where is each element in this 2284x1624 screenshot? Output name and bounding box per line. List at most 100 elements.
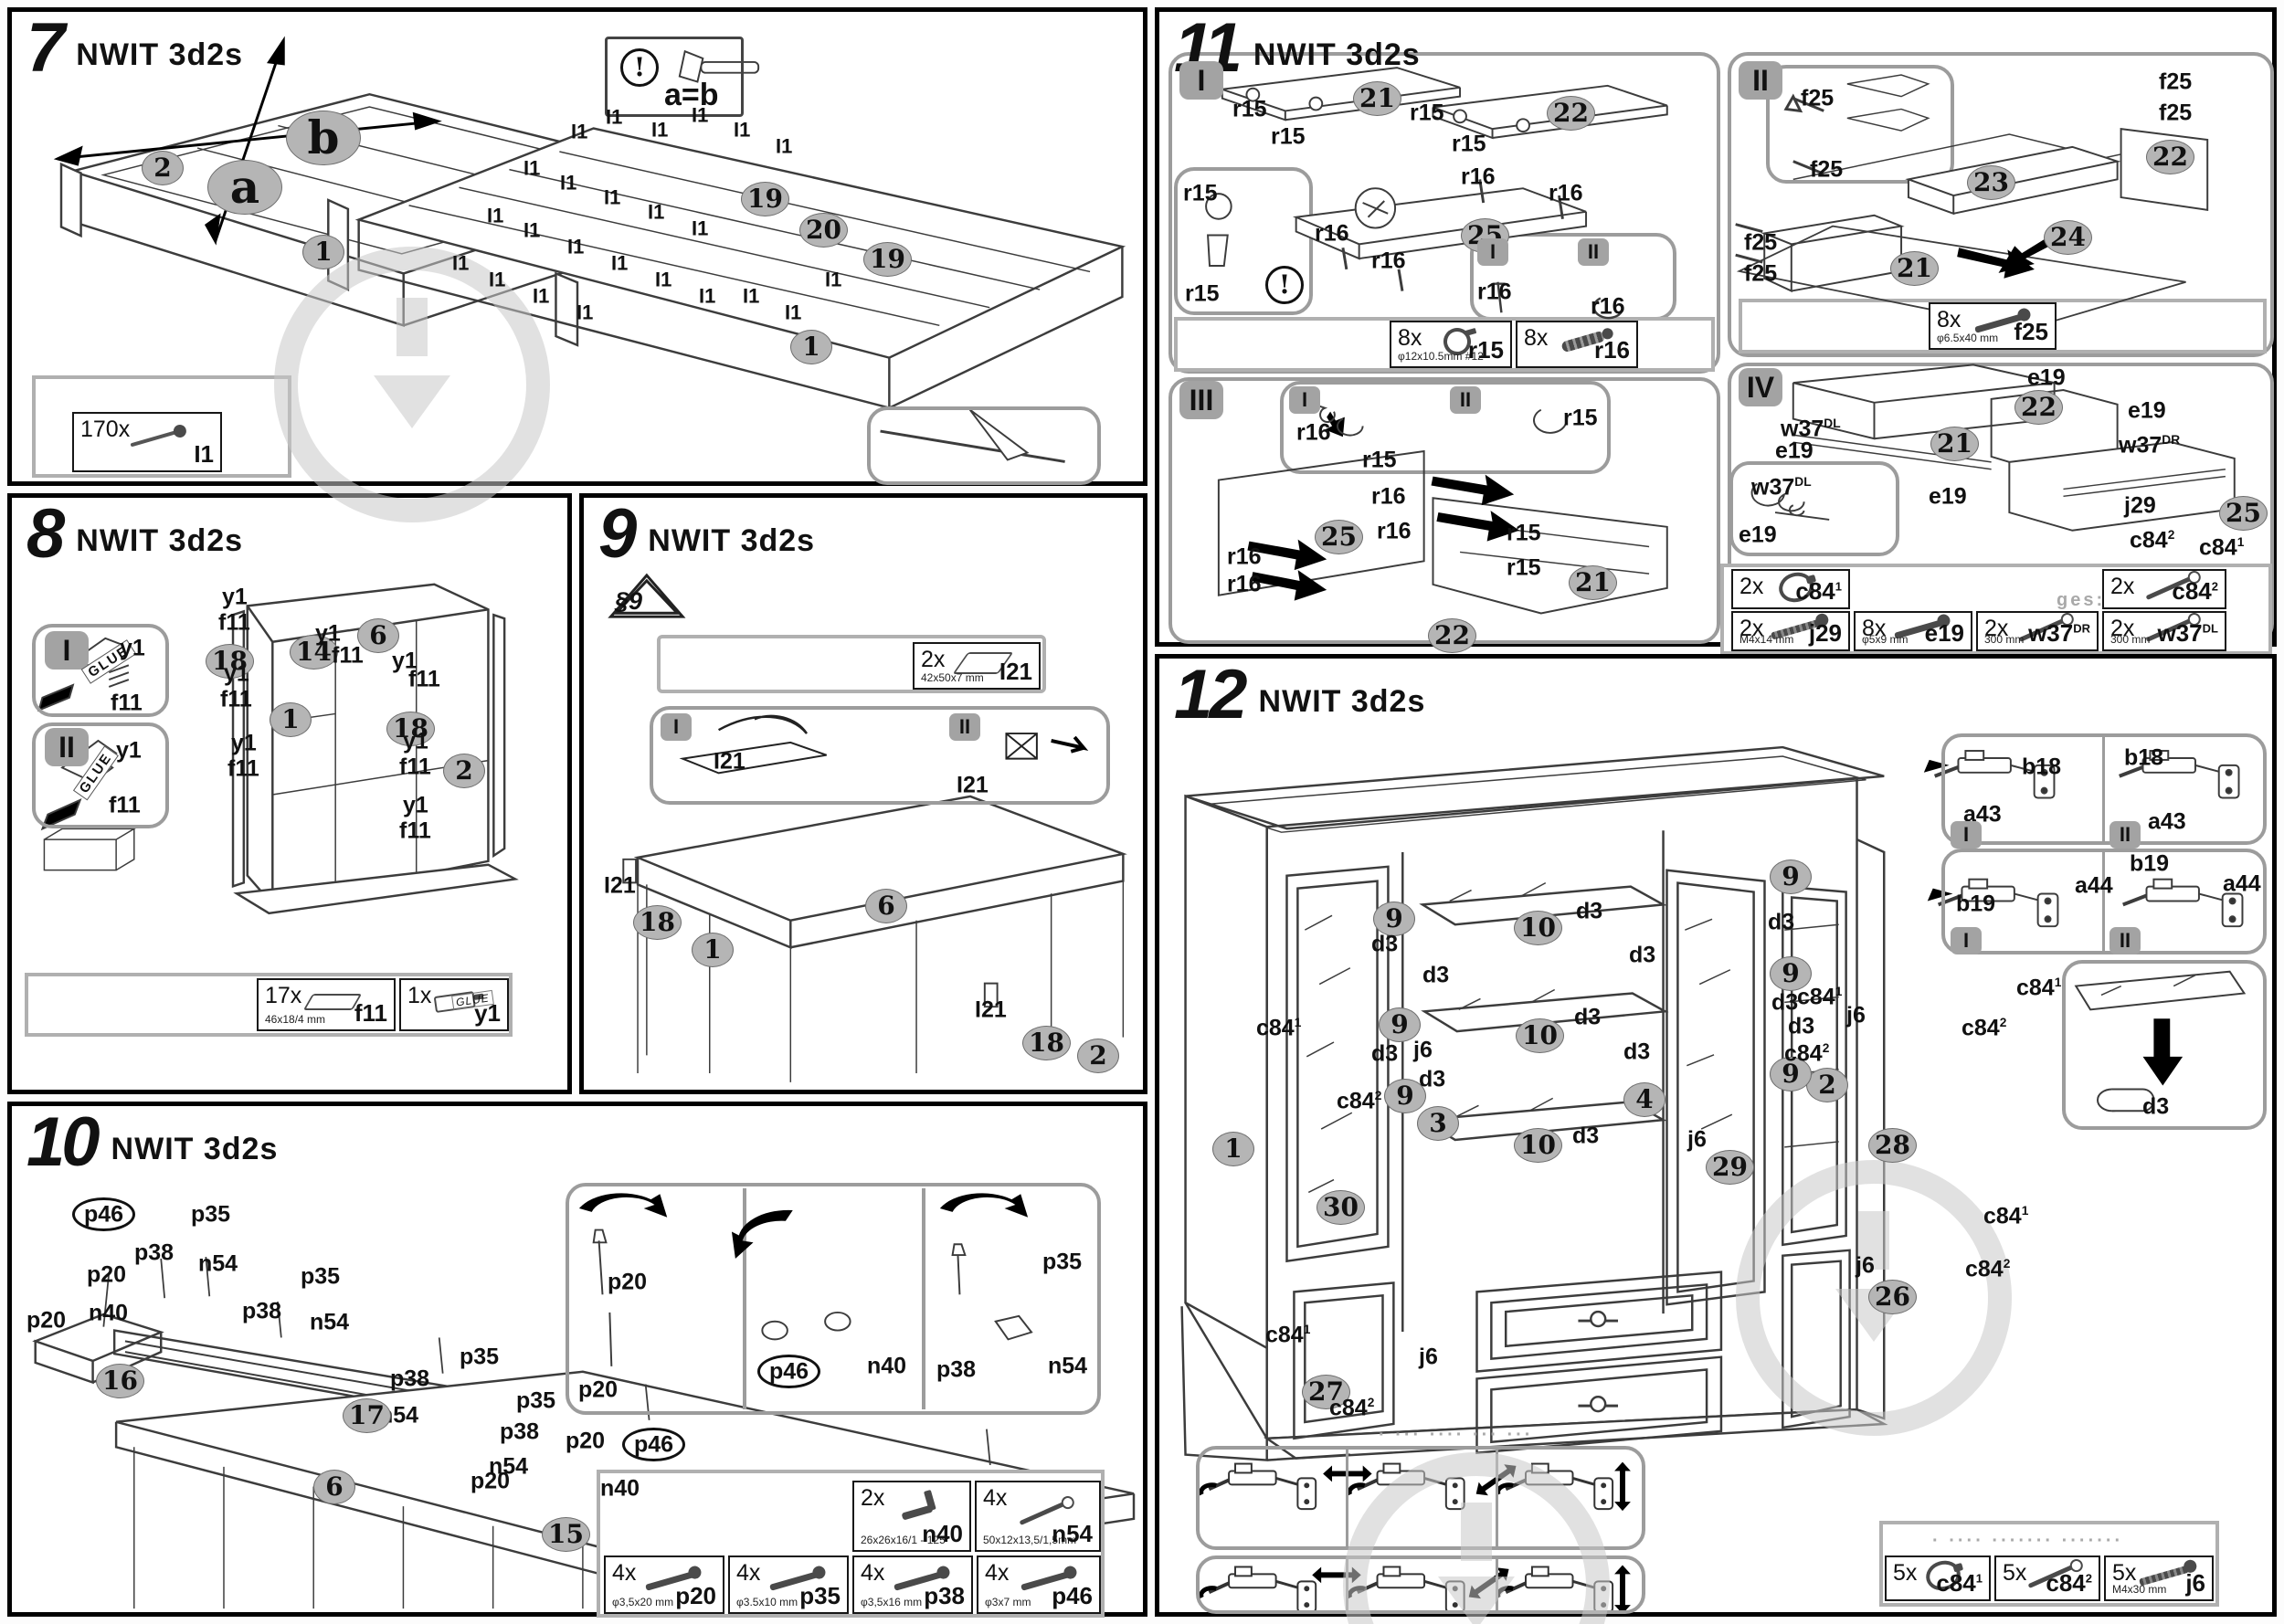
- part-label: 30: [1316, 1190, 1365, 1225]
- part-label: I1: [611, 251, 629, 275]
- inset-I-frame: [32, 624, 169, 717]
- step-title: NWIT 3d2s: [1258, 684, 1426, 719]
- part-label: 1: [302, 235, 344, 269]
- hardware-strip-IV: [1720, 564, 2272, 655]
- part-label: y1: [403, 728, 428, 754]
- part-label: d3: [1574, 1004, 1602, 1030]
- part-label: 4: [1623, 1082, 1665, 1117]
- part-label: 6: [357, 618, 399, 653]
- part-label: I1: [523, 218, 541, 242]
- inset-strip-frame: [566, 1183, 1101, 1415]
- step-12-panel: 12 NWIT 3d2s: [1155, 654, 2277, 1617]
- part-label: n54: [379, 1402, 419, 1429]
- part-label: 6: [865, 889, 907, 923]
- part-label: j6: [1687, 1126, 1707, 1153]
- step-7-panel: 7 NWIT 3d2s: [7, 7, 1147, 486]
- part-label: c841: [1265, 1322, 1311, 1348]
- part-label: d3: [1422, 962, 1450, 988]
- inset-divider: [1346, 1450, 1349, 1546]
- watermark-logo: [274, 247, 550, 522]
- part-label: y1: [315, 620, 341, 647]
- part-label: I1: [560, 171, 577, 195]
- part-label: p35: [516, 1387, 556, 1414]
- step-number: 10: [26, 1103, 100, 1181]
- step-title: NWIT 3d2s: [648, 523, 816, 558]
- step-number: 9: [598, 495, 637, 573]
- part-label: §9: [615, 587, 643, 615]
- part-label: I1: [785, 301, 802, 324]
- step-title: NWIT 3d2s: [1253, 37, 1421, 72]
- part-label: I1: [776, 134, 793, 158]
- part-label: p46: [72, 1197, 136, 1232]
- step-10-panel: 10 NWIT 3d2s: [7, 1102, 1147, 1618]
- part-label: p38: [134, 1239, 174, 1266]
- part-label: j6: [1413, 1037, 1433, 1063]
- watermark-logo: [1736, 1160, 2012, 1436]
- part-label: I1: [487, 204, 504, 227]
- part-label: 16: [96, 1364, 144, 1398]
- part-label: I1: [655, 268, 672, 291]
- part-label: f11: [399, 817, 431, 844]
- part-label: p38: [500, 1418, 540, 1445]
- part-label: I1: [567, 235, 585, 258]
- part-label: d3: [1572, 1123, 1600, 1149]
- part-label: I1: [699, 284, 716, 308]
- section-II-frame: [1728, 52, 2274, 357]
- part-label: 9: [1384, 1079, 1426, 1113]
- inset-I-II-frame: [650, 706, 1110, 805]
- part-label: d3: [1371, 1040, 1399, 1067]
- part-label: c841: [1256, 1015, 1302, 1041]
- part-label: 9: [1379, 1007, 1421, 1042]
- hinge-b19-a44-inset: [1941, 849, 2267, 954]
- part-label: p35: [460, 1344, 500, 1370]
- hinge-b18-a43-inset: [1941, 733, 2267, 845]
- part-label: c841: [1797, 984, 1843, 1010]
- f25-inset: [1766, 65, 1954, 184]
- part-label: I1: [734, 118, 751, 142]
- exclamation-icon: !: [620, 48, 659, 87]
- part-label: p38: [242, 1298, 282, 1324]
- part-label: I1: [604, 185, 621, 209]
- part-label: 2: [1806, 1068, 1848, 1102]
- part-label: c841: [2016, 975, 2062, 1001]
- part-label: 9: [1373, 902, 1415, 936]
- part-label: 14: [290, 635, 338, 670]
- part-label: p35: [301, 1263, 341, 1290]
- part-label: f11: [399, 754, 431, 780]
- inset-divider: [922, 1188, 925, 1409]
- part-label: y1: [403, 792, 428, 818]
- step-number: 7: [26, 9, 65, 87]
- part-label: j6: [1846, 1002, 1866, 1028]
- part-label: 1: [790, 330, 832, 364]
- part-label: j6: [1419, 1344, 1438, 1370]
- part-label: 28: [1868, 1128, 1917, 1163]
- part-label: d3: [1419, 1066, 1446, 1092]
- part-label: f11: [408, 666, 440, 692]
- part-label: p20: [87, 1261, 127, 1288]
- d3-shelf-inset: [2062, 960, 2267, 1130]
- hardware-strip-II: [1739, 299, 2267, 353]
- part-label: 2: [443, 754, 485, 788]
- part-label: 18: [206, 644, 254, 679]
- hardware-legend-frame: [25, 973, 513, 1037]
- hardware-strip-I: [1174, 317, 1715, 372]
- part-label: 10: [1514, 911, 1562, 945]
- part-label: y1: [222, 584, 248, 610]
- part-label: I1: [571, 120, 588, 143]
- inset-divider: [743, 1188, 746, 1409]
- part-label: 1: [692, 933, 734, 967]
- part-label: 9: [1770, 956, 1812, 991]
- part-label: 20: [799, 213, 848, 248]
- part-label: d3: [1788, 1013, 1815, 1039]
- part-label: p46: [622, 1428, 686, 1462]
- part-label: y1: [231, 730, 257, 756]
- part-label: 3: [1417, 1106, 1459, 1141]
- part-label: d3: [1623, 1039, 1651, 1065]
- part-label: 10: [1516, 1018, 1564, 1053]
- part-label: f11: [220, 686, 252, 712]
- part-label: I21: [975, 997, 1007, 1023]
- note-text: a=b: [664, 78, 719, 112]
- part-label: p38: [390, 1366, 430, 1392]
